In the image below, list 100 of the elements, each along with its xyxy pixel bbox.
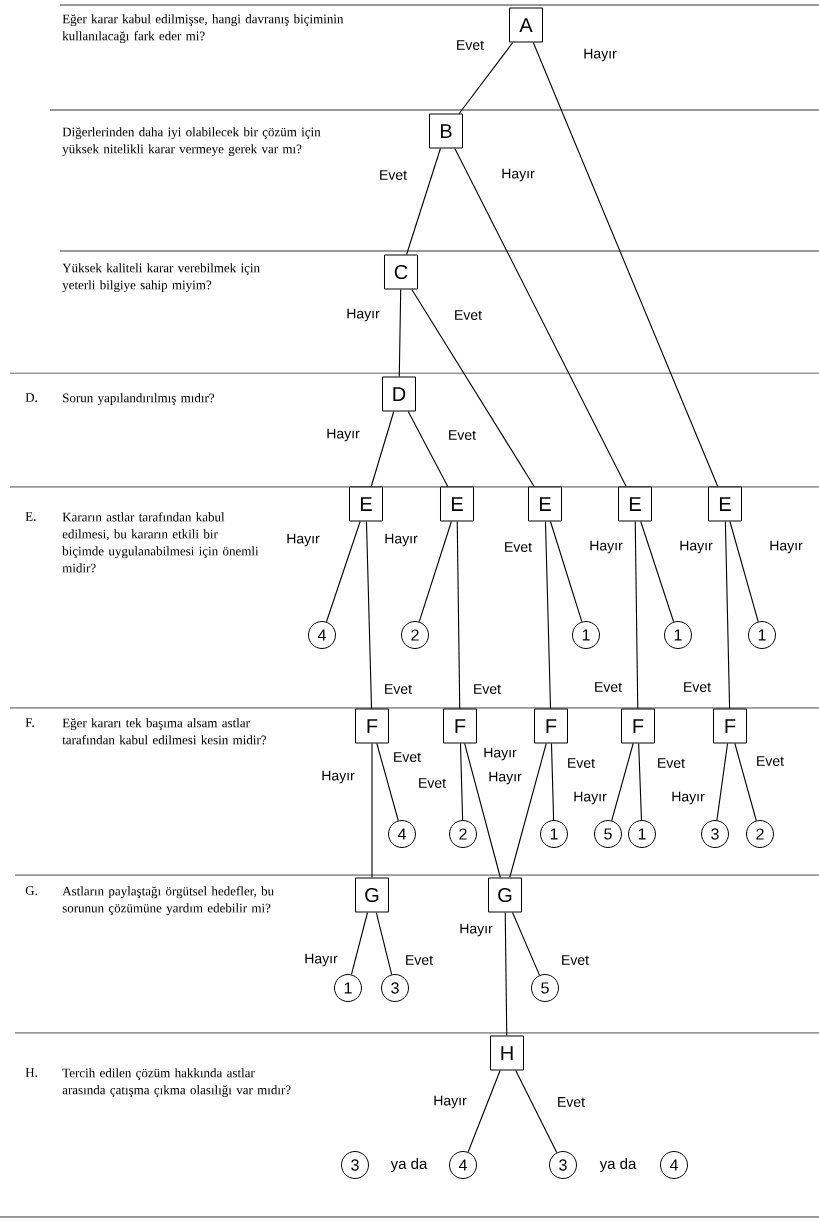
or-text: ya da (390, 1158, 428, 1172)
edge-label: Hayır (287, 533, 320, 547)
branch-line (467, 1069, 501, 1153)
decision-box: F (443, 708, 477, 744)
decision-box: A (509, 7, 543, 43)
edge-label: Evet (455, 310, 482, 320)
branch-line (325, 520, 361, 623)
branch-line (376, 742, 399, 822)
edge-label: Hayır (347, 308, 380, 322)
question-text: Eğer karar kabul edilmişse, hangi davranış biçiminin kullanılacağı fark eder mi? (62, 14, 344, 44)
decision-box: E (708, 486, 742, 522)
branch-line (532, 41, 719, 488)
edge-label: Hayır (305, 953, 338, 967)
branch-line (375, 911, 393, 975)
decision-box: F (355, 708, 389, 744)
branch-line (640, 520, 675, 623)
branch-line (398, 288, 402, 378)
branch-line (509, 742, 547, 879)
edge-label: Hayır (385, 533, 418, 547)
edge-label: Evet (449, 430, 476, 440)
branch-line (611, 742, 634, 822)
branch-line (716, 742, 729, 821)
decision-box: D (382, 376, 416, 412)
branch-line (371, 742, 373, 879)
question-text: Kararın astlar tarafından kabul edilmesi, bu kararın etkili bir biçimde uygulanabilmesi için önemli midir? (62, 512, 259, 573)
branch-line (464, 742, 501, 879)
decision-box: E (528, 486, 562, 522)
branch-line (370, 410, 395, 488)
branch-line (544, 520, 552, 710)
edge-label: Hayır (327, 428, 360, 442)
decision-box: B (429, 113, 463, 149)
branch-line (729, 520, 759, 623)
branch-line (418, 520, 452, 623)
edge-label: Evet (380, 170, 407, 180)
branch-line (549, 520, 583, 623)
decision-box: F (713, 708, 747, 744)
edge-label: Evet (595, 682, 622, 692)
branch-line (411, 288, 535, 488)
decision-box: F (534, 708, 568, 744)
edge-label: Evet (684, 682, 711, 692)
question-text: Astların paylaştağı örgütsel hedefler, bu sorunun çözümüne yardım edebilir mi? (62, 886, 274, 916)
edge-label: Hayır (434, 1095, 467, 1109)
edge-label: Evet (385, 684, 412, 694)
edge-label: Evet (457, 40, 484, 50)
branch-line (638, 742, 643, 821)
branch-line (634, 520, 639, 710)
edge-label: Hayır (672, 791, 705, 805)
edge-label: Hayır (584, 48, 617, 62)
question-letter: H. (25, 1068, 37, 1077)
edge-label: Hayır (460, 923, 493, 937)
question-letter: E. (25, 512, 36, 521)
question-text: Sorun yapılandırılmış mıdır? (63, 393, 215, 406)
branch-line (350, 911, 369, 975)
decision-box: H (490, 1035, 524, 1071)
branch-line (550, 742, 555, 821)
decision-box: E (349, 486, 383, 522)
branch-line (504, 911, 508, 1037)
edge-label: Hayır (502, 168, 535, 182)
edge-label: Hayır (680, 540, 713, 554)
question-letter: G. (25, 886, 37, 895)
branch-line (454, 147, 627, 488)
edge-label: Evet (558, 1097, 585, 1107)
edge-label: Evet (394, 752, 421, 762)
or-text: ya da (599, 1158, 637, 1172)
edge-label: Hayır (574, 791, 607, 805)
edge-label: Hayır (590, 540, 623, 554)
decision-box: F (621, 708, 655, 744)
decision-box: G (355, 877, 389, 913)
edge-label: Evet (406, 955, 433, 965)
branch-line (456, 520, 461, 710)
branch-line (407, 410, 449, 488)
branch-line (458, 41, 514, 115)
question-text: Yüksek kaliteli karar verebilmek için yeterli bilgiye sahip miyim? (62, 263, 260, 293)
branch-line (406, 147, 441, 256)
edge-label: Hayır (484, 747, 517, 761)
decision-box: C (384, 254, 418, 290)
question-letter: F. (25, 718, 34, 727)
edge-label: Evet (419, 778, 446, 788)
branch-line (365, 520, 373, 710)
edge-label: Hayır (322, 770, 355, 784)
question-letter: D. (25, 393, 37, 402)
question-text: Eğer kararı tek başıma alsam astlar tarafından kabul edilmesi kesin midir? (62, 718, 266, 745)
edge-label: Evet (562, 955, 589, 965)
edge-label: Evet (474, 684, 501, 694)
edge-label: Evet (757, 756, 784, 766)
edge-label: Evet (568, 758, 595, 768)
branch-line (515, 1069, 558, 1154)
branch-line (511, 911, 540, 976)
edge-label: Hayır (489, 771, 522, 785)
question-text: Diğerlerinden daha iyi olabilecek bir çözüm için yüksek nitelikli karar vermeye gerek var mı? (62, 127, 321, 157)
branch-line (724, 520, 731, 710)
decision-box: G (488, 877, 522, 913)
edge-label: Evet (505, 542, 532, 552)
decision-box: E (618, 486, 652, 522)
edge-label: Hayır (770, 540, 803, 554)
branch-line (459, 742, 464, 821)
question-text: Tercih edilen çözüm hakkında astlar arasında çatışma çıkma olasılığı var mıdır? (62, 1068, 291, 1098)
edge-label: Evet (658, 758, 685, 768)
branch-line (734, 742, 757, 822)
decision-box: E (440, 486, 474, 522)
